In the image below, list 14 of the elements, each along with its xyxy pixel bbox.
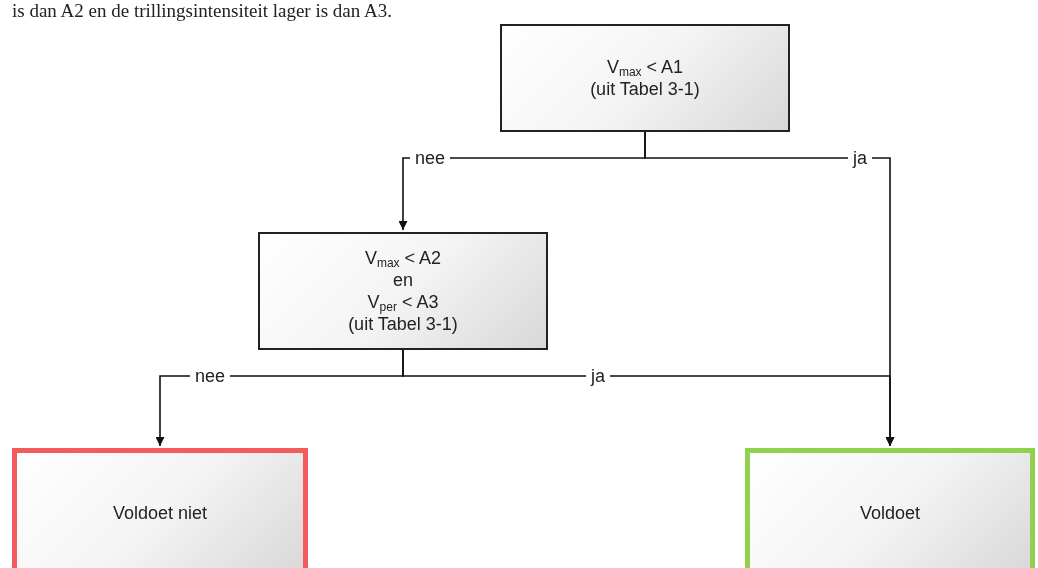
result-box	[12, 448, 308, 568]
decision-box	[258, 232, 548, 350]
box-text: (uit Tabel 3-1)	[348, 314, 458, 335]
box-text: V$_{max}$ < A2	[364, 247, 442, 269]
note-text: is dan A2 en de trillingsintensiteit lager is dan A3.	[12, 0, 392, 22]
box-text: V$_{per}$ < A3	[367, 291, 439, 313]
decision-box	[500, 24, 790, 132]
box-text: V$_{max}$ < A1	[606, 56, 684, 78]
box-text: en	[393, 269, 413, 291]
box-text: Voldoet niet	[112, 502, 208, 524]
arrow	[402, 349, 895, 447]
result-box	[745, 448, 1035, 568]
box-text: Voldoet	[859, 502, 921, 524]
box-text: (uit Tabel 3-1)	[590, 78, 700, 100]
